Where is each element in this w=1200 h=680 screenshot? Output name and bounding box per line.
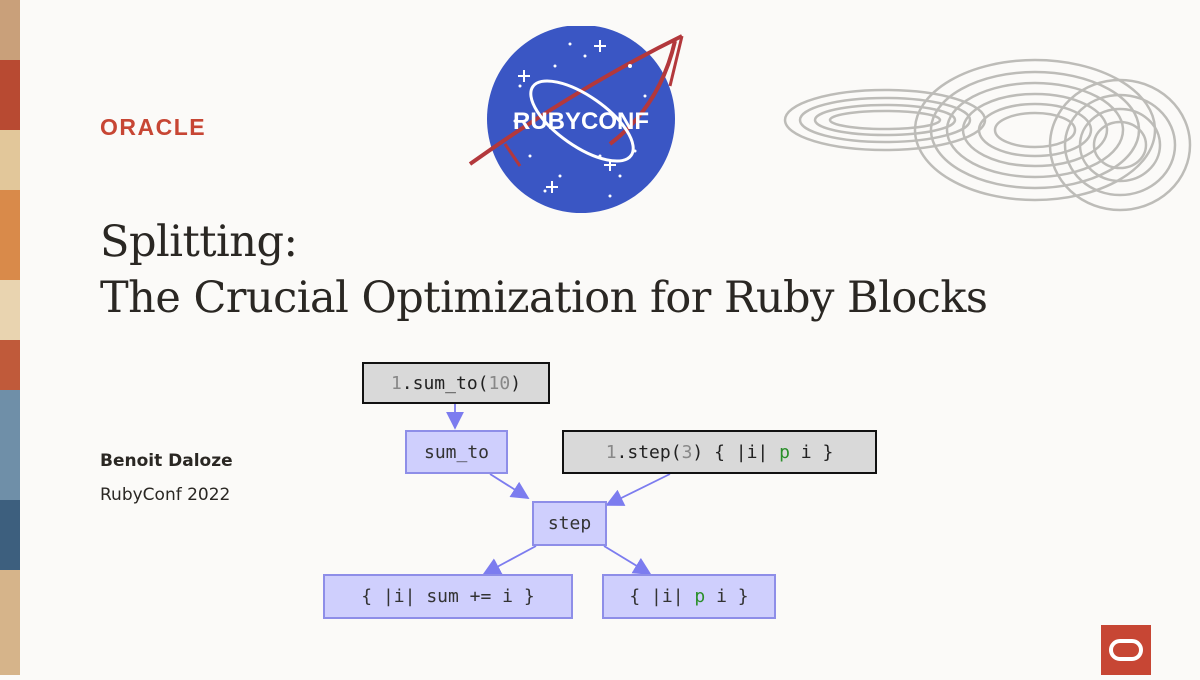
event-name: RubyConf 2022	[100, 485, 231, 505]
slide-title: Splitting: The Crucial Optimization for …	[100, 214, 988, 326]
thumbprint-decoration-icon	[783, 58, 1192, 212]
step-node: step	[532, 501, 607, 546]
block-print-node: { |i| p i }	[602, 574, 776, 619]
author-name: Benoit Daloze	[100, 451, 233, 471]
call-graph-diagram: 1.sum_to(10) sum_to 1.step(3) { |i| p i …	[300, 350, 900, 630]
thumbprint-decoration	[775, 35, 1200, 220]
title-line-1: Splitting:	[100, 217, 298, 267]
sum-to-node: sum_to	[405, 430, 508, 474]
rubyconf-badge-icon: RUBYCONF	[468, 25, 684, 213]
diagram-arrows	[446, 404, 671, 575]
call-sum-to-node: 1.sum_to(10)	[362, 362, 550, 404]
title-line-2: The Crucial Optimization for Ruby Blocks	[100, 273, 988, 323]
painted-strip-icon	[0, 0, 20, 675]
arrow-call2-to-step	[605, 473, 671, 506]
arrow-step-to-block2	[603, 545, 652, 575]
badge-text: RUBYCONF	[513, 108, 649, 135]
oracle-corner-logo	[1101, 625, 1151, 675]
arrow-step-to-block1	[482, 545, 537, 575]
arrow-sum-to-to-step	[489, 473, 530, 499]
block-sum-node: { |i| sum += i }	[323, 574, 573, 619]
oracle-o-icon	[1109, 639, 1143, 661]
oracle-logo: ORACLE	[100, 114, 207, 140]
left-decorative-strip	[0, 0, 20, 675]
rubyconf-badge: RUBYCONF	[460, 25, 700, 216]
call-step-node: 1.step(3) { |i| p i }	[562, 430, 877, 474]
